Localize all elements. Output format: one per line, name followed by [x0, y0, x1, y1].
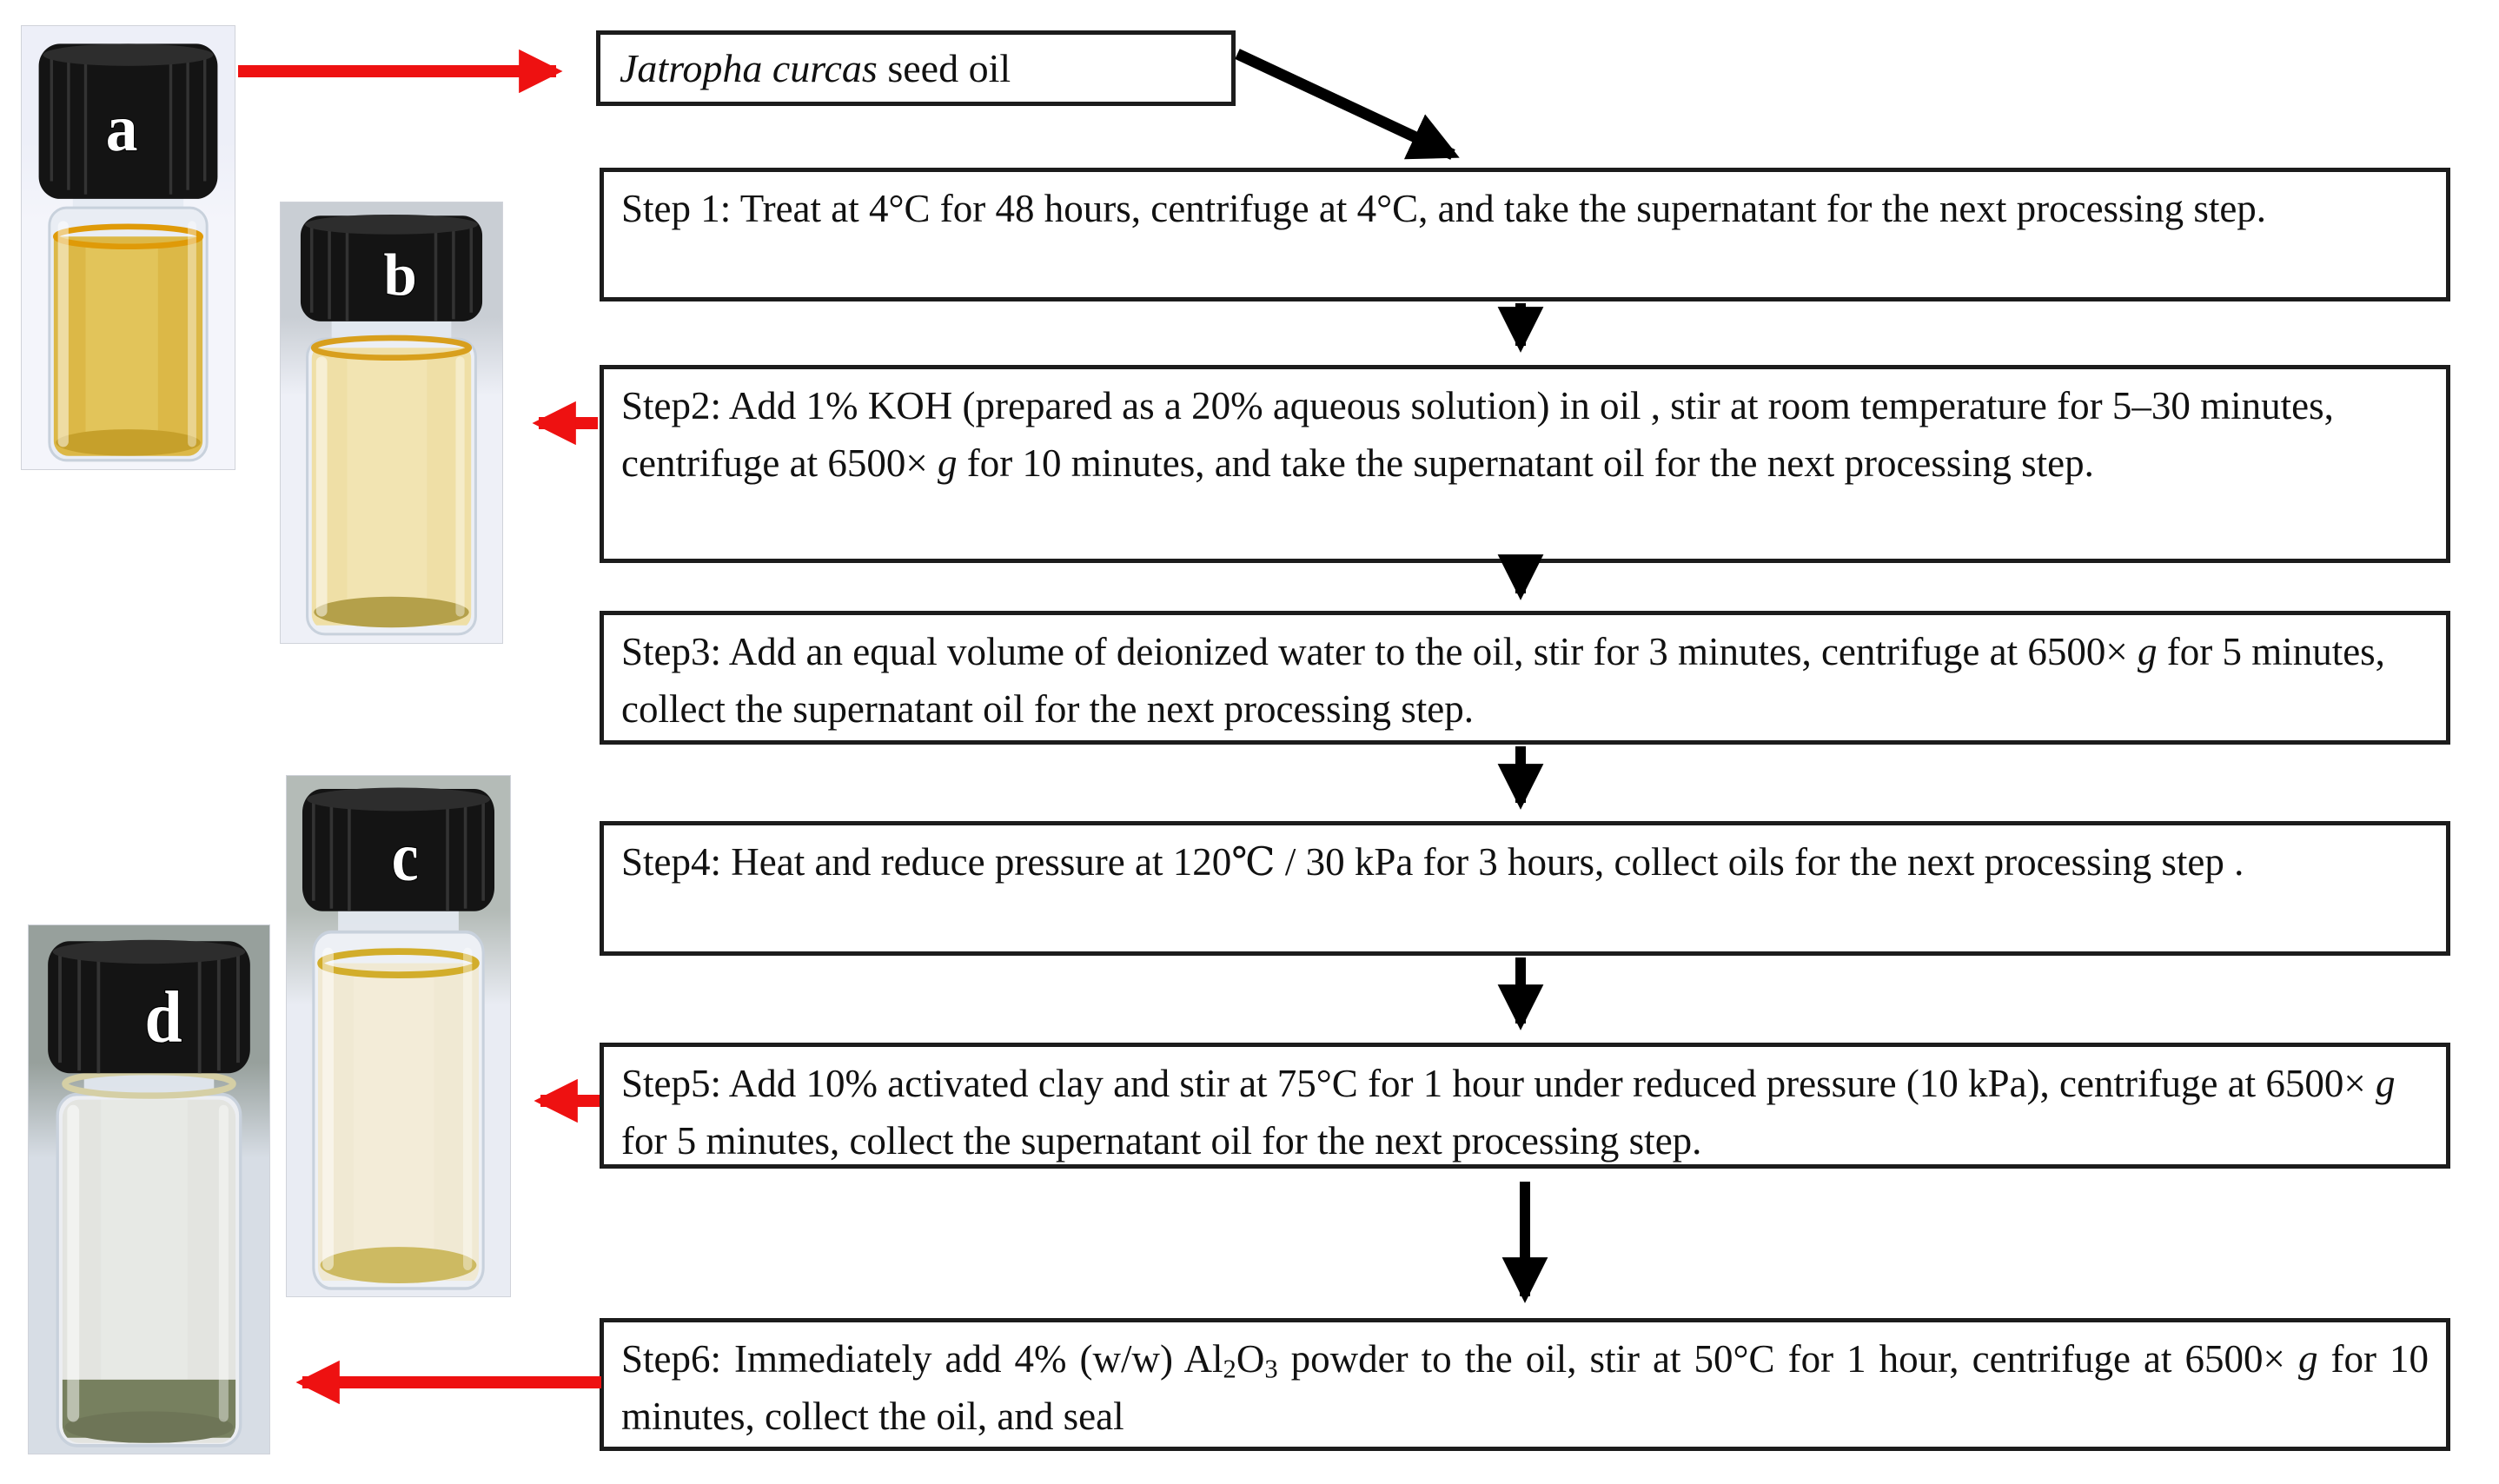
vial-d-illustration: d	[48, 939, 250, 1448]
vial-photo-a: a	[22, 26, 235, 469]
vial-a-cap	[38, 43, 218, 199]
flow-box-step3: Step3: Add an equal volume of deionized …	[600, 611, 2450, 745]
flow-box-step6: Step6: Immediately add 4% (w/w) Al2O3 po…	[600, 1318, 2450, 1451]
step6-text: Step6: Immediately add 4% (w/w) Al2O3 po…	[621, 1337, 2429, 1438]
flow-box-source: Jatropha curcas seed oil	[596, 30, 1236, 106]
vial-a-oil-highlight	[85, 242, 158, 452]
vial-c-glass-highlight	[322, 947, 334, 1271]
vial-b-bottom	[314, 596, 469, 628]
arrow-source-to-step1	[1235, 49, 1460, 160]
step1-text: Step 1: Treat at 4°C for 48 hours, centr…	[621, 187, 2267, 230]
vial-b-oil-highlight	[347, 356, 428, 621]
vial-a-illustration: a	[38, 43, 218, 462]
step3-text: Step3: Add an equal volume of deionized …	[621, 630, 2385, 731]
vial-c-bottom	[320, 1247, 477, 1284]
vial-a-label: a	[106, 91, 138, 165]
flow-box-step4: Step4: Heat and reduce pressure at 120℃ …	[600, 821, 2450, 956]
vial-c-cap-top	[307, 787, 490, 812]
vial-c-glass-highlight-right	[463, 947, 473, 1271]
vial-a-cap-top	[43, 43, 214, 66]
vial-photo-d: d	[29, 925, 269, 1454]
flow-box-step5: Step5: Add 10% activated clay and stir a…	[600, 1043, 2450, 1169]
vial-b-glass-highlight-right	[455, 356, 465, 617]
vial-c-cap-ribs	[312, 793, 485, 911]
step2-text: Step2: Add 1% KOH (prepared as a 20% aqu…	[621, 384, 2334, 485]
vial-b-cap-top	[305, 214, 478, 235]
vial-c-oil-highlight	[354, 973, 434, 1282]
vial-d-glass-highlight-right	[218, 1104, 229, 1422]
vial-a-cap-ribs	[50, 50, 207, 195]
vial-d-oil-highlight	[101, 1099, 188, 1433]
flow-box-step1: Step 1: Treat at 4°C for 48 hours, centr…	[600, 168, 2450, 301]
vial-b-cap-ribs	[309, 220, 474, 321]
vial-a-oil-surface	[53, 223, 203, 250]
vial-c-label: c	[392, 818, 419, 896]
step4-text: Step4: Heat and reduce pressure at 120℃ …	[621, 840, 2244, 884]
source-box-text: Jatropha curcas seed oil	[620, 45, 1011, 90]
vial-a-bottom	[56, 429, 201, 456]
vial-c-illustration: c	[302, 787, 495, 1290]
vial-b-glass-highlight	[315, 356, 328, 617]
step5-text: Step5: Add 10% activated clay and stir a…	[621, 1062, 2396, 1163]
vial-c-oil-surface	[317, 948, 480, 979]
vial-d-bottom	[64, 1411, 234, 1443]
vial-photo-c: c	[287, 776, 510, 1296]
vial-d-cap-ribs	[58, 946, 240, 1074]
flow-box-step2: Step2: Add 1% KOH (prepared as a 20% aqu…	[600, 365, 2450, 563]
vial-b-label: b	[384, 242, 417, 308]
vial-photo-b: b	[281, 202, 502, 643]
vial-b-illustration: b	[300, 214, 483, 636]
vial-d-cap-top	[52, 939, 246, 964]
vial-d-label: d	[145, 975, 182, 1057]
vial-a-glass-highlight	[57, 221, 69, 447]
vial-b-oil-surface	[310, 335, 473, 361]
vial-d-glass-highlight	[67, 1104, 80, 1422]
vial-a-glass-highlight-right	[188, 221, 196, 447]
